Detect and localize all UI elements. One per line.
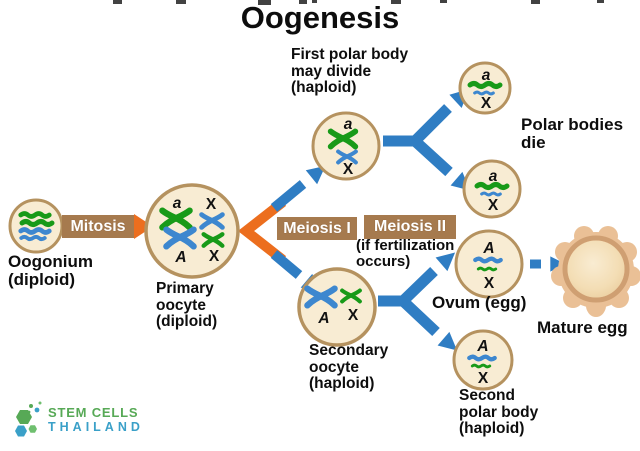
secondary-oocyte-cell: A X [297,267,377,347]
chromosome-label: a [482,67,491,84]
mitosis-arrowhead [134,214,153,239]
first-polar-body-cell: a X [311,111,381,181]
oogonium-cell [8,198,64,254]
chromosome-label: A [174,249,186,266]
chromosome-label: X [488,197,499,214]
meiosis-ii-fork-arrow [378,245,463,358]
mitosis-stage-label: Mitosis [62,215,134,238]
polar-body-cell-1: a X [458,61,512,115]
chromosome-label: a [344,116,353,133]
ovum-cell: A X [454,229,524,299]
chromosome-label: X [206,196,217,213]
polar-bodies-die-label: Polar bodies die [521,115,624,153]
first-polar-body-division-arrow [383,82,476,198]
mature-egg-label: Mature egg [537,318,628,337]
secondary-oocyte-label: Secondary oocyte (haploid) [309,342,389,393]
chromosome-label: A [476,338,488,355]
chromosome-label: X [478,370,489,387]
chromosome-label: a [489,168,498,185]
chromosome-label: X [481,95,492,112]
second-polar-body-cell: A X [452,329,514,391]
chromosome-label: a [173,195,182,212]
meiosis-fork-arrow [237,158,332,300]
meiosis-ii-stage-label: Meiosis II [364,215,456,239]
logo-text-stem-cells: STEM CELLS [48,405,139,420]
chromosome-label: X [484,275,495,292]
chromosome-label: A [317,310,329,327]
chromosome-label: X [348,307,359,324]
chromosome-label: X [343,161,354,178]
ovum-label: Ovum (egg) [432,293,527,312]
first-polar-body-label: First polar body may divide (haploid) [291,46,409,97]
chromosome-label: X [209,248,220,265]
logo-text-thailand: THAILAND [48,420,144,434]
mature-egg-cell [551,226,640,317]
oogonium-label: Oogonium (diploid) [8,252,93,290]
primary-oocyte-cell: a X A X [144,183,240,279]
fertilization-note: (if fertilization occurs) [356,237,455,271]
page-title: Oogenesis [240,0,400,35]
ovum-to-mature-egg-arrow [530,256,566,272]
primary-oocyte-label: Primary oocyte (diploid) [156,280,218,331]
cropped-text-marks [113,0,604,5]
second-polar-body-label: Second polar body (haploid) [459,387,539,438]
polar-body-cell-2: a X [462,159,522,219]
stem-cells-thailand-logo-icon [15,401,42,437]
chromosome-label: A [482,240,494,257]
meiosis-i-stage-label: Meiosis I [277,217,357,240]
